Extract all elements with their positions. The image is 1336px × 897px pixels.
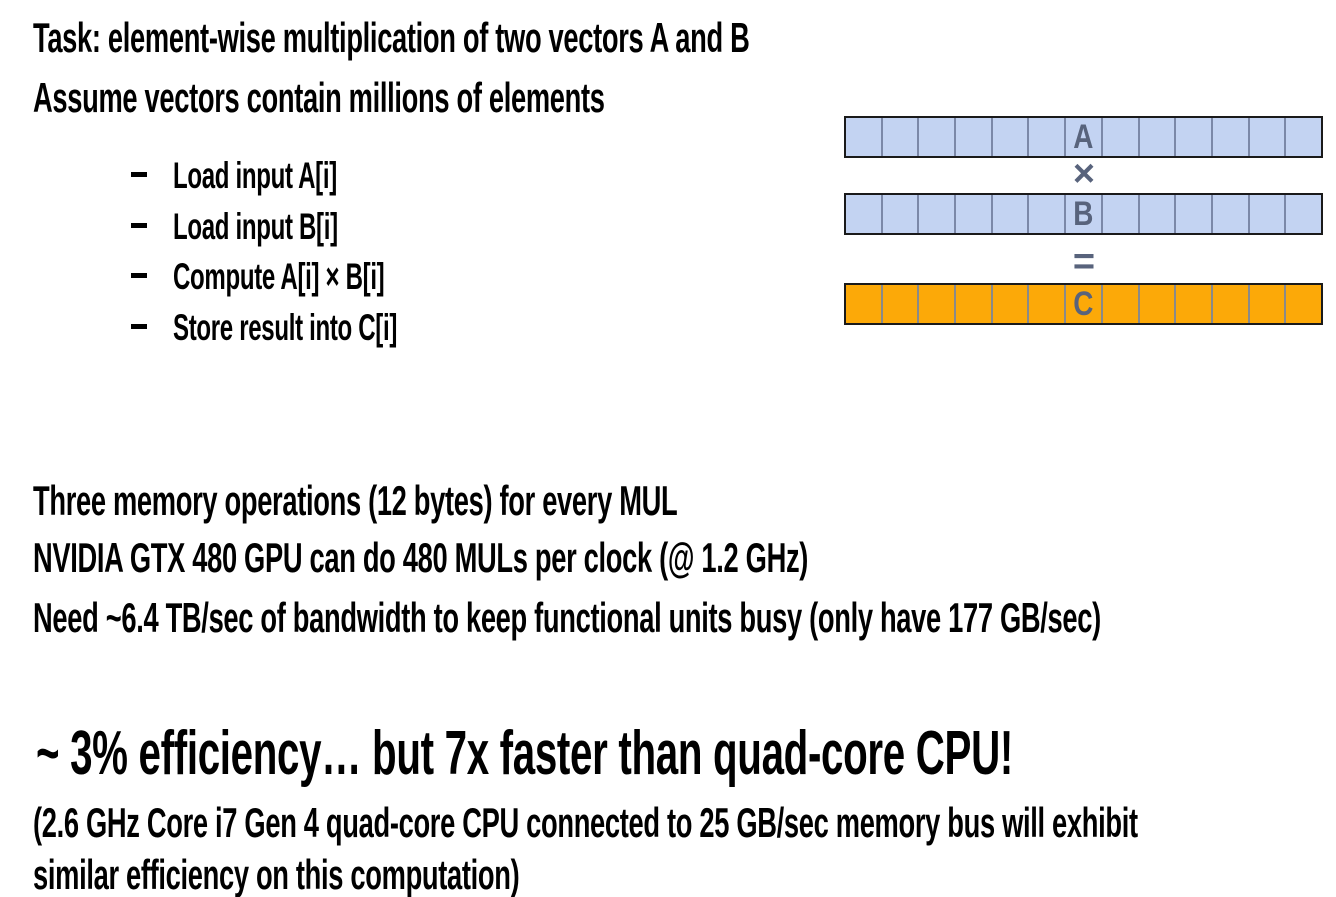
task-title: Task: element-wise multiplication of two… bbox=[33, 14, 750, 61]
vector-cell bbox=[1286, 118, 1321, 156]
fact-gpu-muls: NVIDIA GTX 480 GPU can do 480 MULs per c… bbox=[33, 534, 809, 581]
vector-label: B bbox=[1073, 195, 1094, 233]
equals-operator: = bbox=[1072, 241, 1096, 283]
footnote-line2: similar efficiency on this computation) bbox=[33, 851, 520, 897]
vector-cell bbox=[846, 118, 881, 156]
vector-cell bbox=[1139, 285, 1175, 323]
vector-cell bbox=[1139, 195, 1175, 233]
footnote-line1: (2.6 GHz Core i7 Gen 4 quad-core CPU con… bbox=[33, 799, 1138, 846]
vector-cell bbox=[1029, 195, 1065, 233]
vector-label: C bbox=[1073, 285, 1094, 323]
multiply-operator: × bbox=[1072, 153, 1096, 195]
vector-cell: C bbox=[1066, 285, 1101, 323]
vector-cell: B bbox=[1066, 195, 1101, 233]
efficiency-conclusion: ~ 3% efficiency… but 7x faster than quad… bbox=[36, 719, 1013, 788]
vector-cell bbox=[882, 118, 918, 156]
vector-cell bbox=[1286, 195, 1321, 233]
vector-cell bbox=[1176, 195, 1211, 233]
vector-a-row: A bbox=[844, 116, 1323, 158]
bullet-dash-icon bbox=[131, 273, 147, 278]
vector-cell bbox=[1212, 118, 1248, 156]
vector-cell bbox=[956, 285, 991, 323]
vector-cell bbox=[956, 195, 991, 233]
assumption-subtitle: Assume vectors contain millions of eleme… bbox=[33, 74, 605, 121]
vector-cell bbox=[1249, 285, 1285, 323]
vector-cell bbox=[992, 118, 1028, 156]
vector-cell bbox=[846, 285, 881, 323]
bullet-dash-icon bbox=[131, 172, 147, 177]
vector-cell bbox=[1249, 195, 1285, 233]
bullet-compute: Compute A[i] × B[i] bbox=[173, 256, 385, 297]
vector-cell bbox=[882, 195, 918, 233]
vector-cell bbox=[919, 118, 955, 156]
vector-cell bbox=[1102, 195, 1138, 233]
vector-cell bbox=[1176, 285, 1211, 323]
vector-cell bbox=[1029, 285, 1065, 323]
vector-cell bbox=[1286, 285, 1321, 323]
vector-cell bbox=[992, 285, 1028, 323]
vector-cell bbox=[919, 195, 955, 233]
bullet-load-a: Load input A[i] bbox=[173, 155, 337, 196]
vector-label: A bbox=[1073, 118, 1094, 156]
vector-cell bbox=[1139, 118, 1175, 156]
vector-cell bbox=[1176, 118, 1211, 156]
vector-cell bbox=[1102, 118, 1138, 156]
vector-cell bbox=[1029, 118, 1065, 156]
fact-memory-ops: Three memory operations (12 bytes) for e… bbox=[33, 477, 678, 524]
bullet-dash-icon bbox=[131, 324, 147, 329]
vector-cell bbox=[1212, 195, 1248, 233]
vector-cell bbox=[1249, 118, 1285, 156]
bullet-dash-icon bbox=[131, 223, 147, 228]
fact-bandwidth: Need ~6.4 TB/sec of bandwidth to keep fu… bbox=[33, 594, 1101, 641]
vector-cell bbox=[882, 285, 918, 323]
vector-c-row: C bbox=[844, 283, 1323, 325]
bullet-load-b: Load input B[i] bbox=[173, 206, 338, 247]
vector-cell bbox=[1102, 285, 1138, 323]
vector-cell: A bbox=[1066, 118, 1101, 156]
bullet-store: Store result into C[i] bbox=[173, 307, 398, 348]
vector-cell bbox=[992, 195, 1028, 233]
vector-cell bbox=[846, 195, 881, 233]
vector-b-row: B bbox=[844, 193, 1323, 235]
vector-cell bbox=[956, 118, 991, 156]
vector-cell bbox=[1212, 285, 1248, 323]
vector-cell bbox=[919, 285, 955, 323]
